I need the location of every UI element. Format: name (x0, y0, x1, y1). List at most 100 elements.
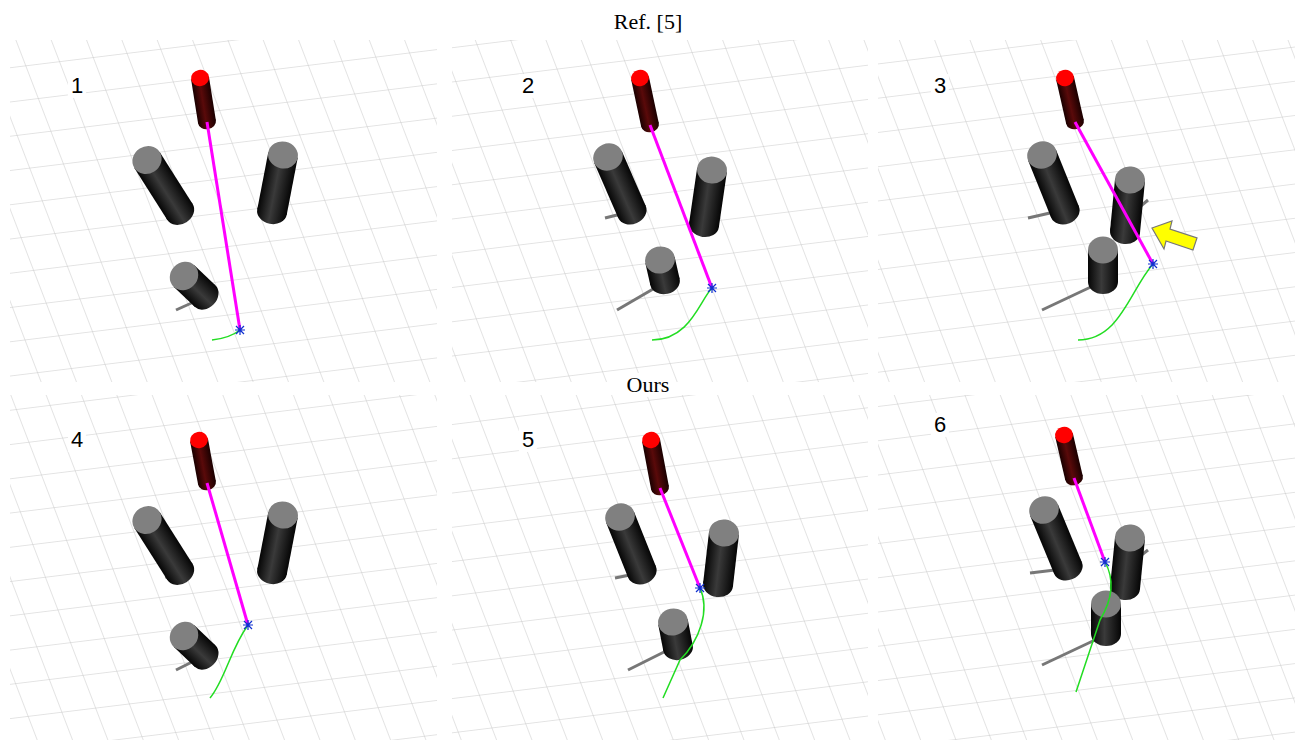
cylinder-top (1091, 591, 1121, 618)
cylinder-top (589, 139, 627, 176)
cylinder-top (190, 69, 210, 88)
ground-grid (878, 40, 1295, 382)
cylinder-obstacle (1091, 591, 1121, 647)
cylinder-top (189, 430, 210, 449)
panel-number: 2 (519, 74, 537, 98)
ground-grid (878, 395, 1295, 740)
cylinder-base (161, 554, 199, 590)
cylinder-base (161, 194, 199, 230)
cylinder-top (1088, 237, 1118, 264)
scene-panel (10, 395, 437, 740)
highlight-arrow (1152, 221, 1197, 250)
cylinder-shadow (628, 650, 668, 670)
cylinder-shadow (1042, 640, 1095, 665)
section-heading: Ours (624, 373, 673, 397)
robot-marker (1148, 259, 1158, 269)
cylinder-top (642, 244, 677, 277)
cylinder-base (1047, 195, 1084, 228)
planned-path (207, 122, 240, 330)
cylinder-obstacle (164, 256, 224, 315)
panel-number: 5 (519, 428, 537, 452)
cylinder-top (127, 141, 167, 180)
cylinder-obstacle (1025, 492, 1086, 585)
executed-trajectory (663, 588, 704, 698)
cylinder-top (1114, 523, 1147, 553)
scene-panel (10, 40, 437, 382)
executed-trajectory (210, 625, 248, 698)
robot-marker (243, 620, 253, 630)
planned-path (660, 488, 700, 588)
cylinder-base (1050, 551, 1087, 585)
scene-panel (452, 395, 868, 740)
planned-path (650, 125, 712, 288)
robot-marker (695, 583, 705, 593)
cylinder-obstacle (589, 139, 651, 229)
cylinder-base (1088, 270, 1118, 294)
cylinder-top (164, 256, 204, 296)
panel-number: 3 (931, 74, 949, 98)
cylinder-obstacle (1088, 237, 1118, 295)
cylinder-base (624, 555, 661, 588)
cylinder-top (1053, 425, 1074, 445)
cylinder-top (1025, 492, 1063, 528)
cylinder-base (613, 195, 650, 229)
cylinder-obstacle (164, 616, 224, 675)
cylinder-top (1023, 137, 1061, 173)
cylinder-top (127, 501, 167, 540)
cylinder-top (1054, 68, 1075, 88)
robot-marker (1100, 557, 1110, 567)
cylinder-obstacle (127, 141, 199, 231)
panel-number: 1 (68, 74, 86, 98)
cylinder-base (255, 197, 289, 226)
planned-path (207, 483, 248, 625)
cylinder-obstacle (656, 606, 695, 663)
executed-trajectory (212, 330, 240, 340)
cylinder-top (1114, 165, 1146, 195)
cylinder-top (656, 606, 691, 638)
cylinder-obstacle (601, 499, 660, 589)
panel-number: 4 (68, 428, 86, 452)
cylinder-obstacle (702, 518, 741, 599)
cylinder-obstacle (189, 430, 217, 491)
cylinder-obstacle (1023, 137, 1083, 229)
ground-grid (10, 40, 437, 382)
cylinder-obstacle (1109, 523, 1146, 601)
cylinder-top (266, 139, 301, 171)
cylinder-obstacle (127, 501, 199, 591)
cylinder-base (255, 557, 289, 586)
cylinder-shadow (1042, 285, 1095, 310)
ground-grid (452, 40, 868, 382)
robot-marker (707, 283, 717, 293)
executed-trajectory (1078, 264, 1153, 340)
executed-trajectory (1076, 562, 1111, 692)
scene-panel (452, 40, 868, 382)
ground-grid (452, 395, 868, 740)
cylinder-obstacle (255, 499, 300, 587)
cylinder-obstacle (641, 430, 671, 496)
robot-marker (235, 325, 245, 335)
cylinder-top (708, 518, 741, 548)
scene-panel (878, 40, 1295, 382)
section-heading: Ref. [5] (611, 10, 685, 34)
cylinder-base (702, 571, 735, 598)
cylinder-shadow (1028, 213, 1050, 218)
planned-path (1075, 122, 1153, 264)
cylinder-obstacle (255, 139, 300, 227)
cylinder-obstacle (190, 69, 217, 131)
cylinder-top (641, 430, 662, 449)
cylinder-obstacle (1054, 68, 1085, 131)
cylinder-obstacle (1053, 425, 1084, 487)
cylinder-obstacle (630, 68, 661, 134)
cylinder-top (266, 499, 301, 531)
scene-panel (878, 395, 1295, 740)
planned-path (1074, 478, 1105, 562)
ground-grid (10, 395, 437, 740)
cylinder-obstacle (1109, 165, 1146, 245)
cylinder-shadow (1030, 570, 1055, 573)
cylinder-top (695, 154, 729, 185)
cylinder-obstacle (642, 244, 682, 298)
cylinder-top (164, 616, 204, 656)
cylinder-top (601, 499, 639, 535)
cylinder-top (630, 68, 651, 88)
